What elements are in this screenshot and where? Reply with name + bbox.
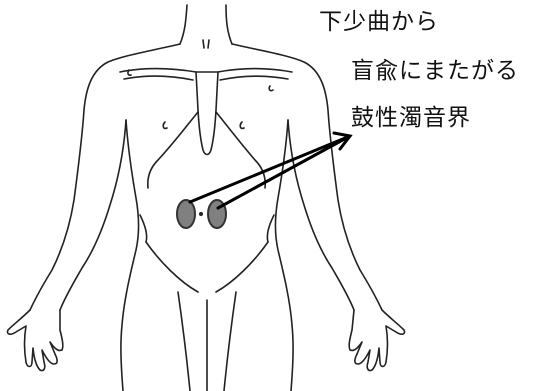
left-clavicle	[120, 69, 196, 72]
right-clavicle-lower	[220, 76, 288, 80]
annotation-line-2: 盲兪にまたがる	[351, 57, 519, 85]
pointer-arrows	[190, 133, 350, 208]
left-hand	[7, 310, 62, 371]
right-shoulder-dimple	[269, 86, 273, 91]
navel	[199, 212, 203, 216]
neck-notch	[203, 40, 209, 48]
left-clavicle-lower	[124, 76, 193, 80]
right-thigh-inner	[224, 292, 236, 391]
left-waist-mark	[140, 215, 147, 242]
arrow-line-lower	[218, 136, 350, 208]
right-inguinal-line	[216, 242, 268, 292]
left-flank	[121, 120, 139, 391]
left-thigh-inner	[178, 292, 190, 391]
left-marker	[177, 200, 195, 228]
right-waist-mark	[267, 215, 274, 242]
annotation-line-1: 下少曲から	[319, 8, 439, 36]
arrow-line-upper	[190, 136, 350, 202]
left-arm-inner	[60, 120, 126, 310]
annotation-line-3: 鼓性濁音界	[351, 104, 471, 132]
body-outline	[7, 5, 404, 391]
right-nipple	[240, 122, 244, 128]
neck-right-line	[226, 5, 232, 44]
sternum	[196, 72, 218, 155]
left-ribcage-border	[148, 112, 198, 188]
left-shoulder-arm-outer	[30, 44, 180, 310]
right-clavicle	[218, 69, 292, 72]
left-inguinal-line	[146, 242, 198, 292]
left-nipple	[163, 122, 167, 128]
neck-left-line	[180, 5, 187, 44]
right-hand	[349, 310, 404, 371]
